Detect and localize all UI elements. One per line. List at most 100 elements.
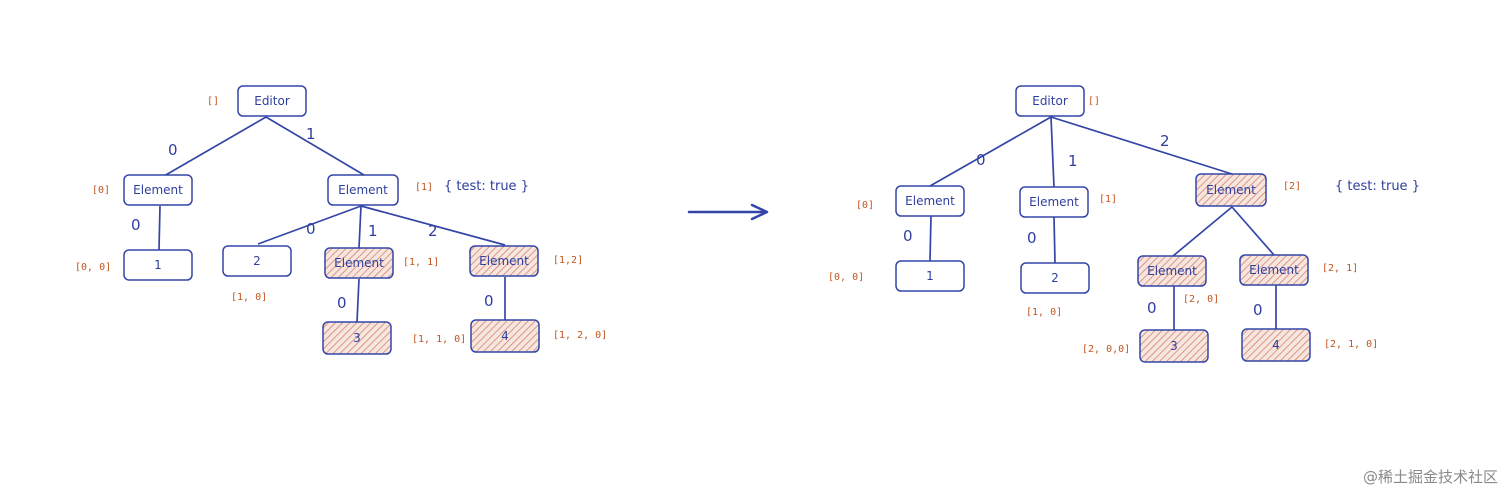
node-box	[324, 247, 394, 279]
node-label: 4	[501, 329, 509, 343]
node-t2: 2 [1, 0]	[222, 245, 292, 303]
edge-el2-el21	[1231, 206, 1275, 256]
node-label: Element	[1249, 263, 1299, 277]
node-box	[222, 245, 292, 277]
node-box	[469, 245, 539, 277]
edge-el11-t3	[356, 278, 360, 323]
node-box	[1239, 254, 1309, 286]
node-path-label: [1, 0]	[1026, 307, 1062, 318]
node-box	[895, 185, 965, 217]
node-el2: Element[2]{ test: true }	[1195, 173, 1420, 207]
node-el11: Element [1, 1]	[324, 247, 439, 279]
node-box	[123, 249, 193, 281]
edge-editor-el0	[929, 116, 1052, 187]
node-el20: Element [2, 0]	[1137, 255, 1219, 305]
edge-index-label: 0	[903, 227, 913, 245]
edge-editor-el0	[163, 116, 267, 177]
edge-editor-el2	[1050, 116, 1233, 175]
node-path-label: [2, 1, 0]	[1324, 339, 1378, 350]
node-label: Element	[479, 254, 529, 268]
edge-editor-el1	[1050, 116, 1055, 188]
node-box	[123, 174, 193, 206]
edge-el2-el20	[1172, 206, 1233, 257]
edge-index-label: 2	[1160, 132, 1170, 150]
edge-index-label: 0	[484, 292, 494, 310]
node-path-label: [1, 0]	[231, 292, 267, 303]
edge-el0-t1	[929, 215, 932, 262]
node-t2: 2[1, 0]	[1020, 262, 1090, 318]
node-path-label: [1, 1, 0]	[412, 334, 466, 345]
node-label: Editor	[254, 94, 290, 108]
node-path-label: [1, 1]	[403, 257, 439, 268]
node-path-label: [2, 0,0]	[1082, 344, 1130, 355]
node-path-label: [0]	[92, 185, 110, 196]
node-label: 1	[926, 269, 934, 283]
node-box	[1015, 85, 1085, 117]
node-box	[1020, 262, 1090, 294]
node-editor: Editor[]	[207, 85, 307, 117]
node-t1: 1[0, 0]	[828, 260, 965, 292]
node-path-label: [1, 2, 0]	[553, 330, 607, 341]
node-label: 4	[1272, 338, 1280, 352]
node-label: Element	[1029, 195, 1079, 209]
node-el0: Element [0]	[856, 185, 965, 217]
edge-index-label: 0	[306, 220, 316, 238]
node-label: Element	[1147, 264, 1197, 278]
node-box	[237, 85, 307, 117]
node-t3: 3 [2, 0,0]	[1082, 329, 1209, 363]
edge-index-label: 0	[976, 151, 986, 169]
node-path-label: [2, 1]	[1322, 263, 1358, 274]
node-path-label: [0]	[856, 200, 874, 211]
watermark: @稀土掘金技术社区	[1362, 468, 1498, 486]
edge-index-label: 1	[368, 222, 378, 240]
node-path-label: [0, 0]	[75, 262, 111, 273]
edge-index-label: 1	[306, 125, 316, 143]
node-box	[1241, 328, 1311, 362]
node-box	[470, 319, 540, 353]
edge-el1-el11	[358, 205, 362, 249]
node-label: Element	[133, 183, 183, 197]
node-label: Element	[905, 194, 955, 208]
node-t1: 1 [0, 0]	[75, 249, 193, 281]
node-el12: Element [1,2]	[469, 245, 583, 277]
node-label: 1	[154, 258, 162, 272]
node-label: 3	[353, 331, 361, 345]
edge-index-label: 1	[1068, 152, 1078, 170]
node-label: 3	[1170, 339, 1178, 353]
node-path-label: [2]	[1283, 181, 1301, 192]
node-path-label: []	[1088, 96, 1100, 107]
node-label: 2	[253, 254, 261, 268]
node-path-label: [1]	[1099, 194, 1117, 205]
edge-editor-el1	[265, 116, 365, 176]
node-box	[327, 174, 399, 206]
edge-index-label: 0	[168, 141, 178, 159]
transform-arrow	[687, 203, 769, 221]
node-el1: Element [1] { test: true }	[327, 174, 529, 206]
node-editor: Editor []	[1015, 85, 1100, 117]
node-el1: Element [1]	[1019, 186, 1117, 218]
node-label: Element	[334, 256, 384, 270]
edge-index-label: 0	[337, 294, 347, 312]
node-t4: 4 [2, 1, 0]	[1241, 328, 1378, 362]
node-box	[1137, 255, 1207, 287]
edge-el1-t2	[257, 205, 362, 245]
node-box	[1195, 173, 1267, 207]
node-label: Element	[338, 183, 388, 197]
node-box	[1019, 186, 1089, 218]
node-el0: Element [0]	[92, 174, 193, 206]
node-label: Editor	[1032, 94, 1068, 108]
edge-index-label: 0	[1147, 299, 1157, 317]
node-prop-label: { test: true }	[1335, 179, 1420, 194]
node-t3: 3 [1, 1, 0]	[322, 321, 466, 355]
edge-index-label: 0	[1027, 229, 1037, 247]
node-path-label: [1,2]	[553, 255, 583, 266]
node-path-label: [2, 0]	[1183, 294, 1219, 305]
node-path-label: [1]	[415, 182, 433, 193]
node-prop-label: { test: true }	[444, 179, 529, 194]
edge-index-label: 0	[1253, 301, 1263, 319]
node-t4: 4 [1, 2, 0]	[470, 319, 607, 353]
node-box	[895, 260, 965, 292]
